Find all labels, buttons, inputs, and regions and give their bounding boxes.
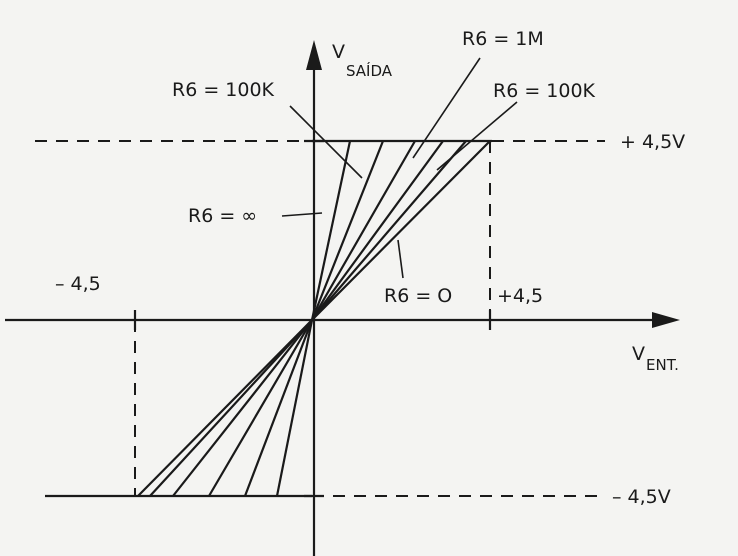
r6-100k-right-label: R6 = 100K [493,80,596,102]
curve-line-3-neg [208,319,313,497]
y-axis-label: VSAÍDA [332,41,393,80]
x-axis-label: VENT. [632,343,679,374]
curve-line-5 [311,140,467,321]
curve-line-5-neg [137,319,313,497]
curve-line-6 [311,140,491,321]
r6-100k-left-label: R6 = 100K [172,79,275,101]
neg-input-level-label: – 4,5 [55,273,101,295]
curve-line-4 [311,140,444,321]
pointer-r6-100k-right [436,101,518,171]
curve-line-2 [310,140,385,321]
pos-input-level-label: +4,5 [497,285,543,307]
curve-line-1-neg [275,319,314,497]
x-axis-arrowhead [652,312,680,328]
neg-output-level-label: – 4,5V [612,486,671,508]
pointer-r6-100k-left [289,105,363,179]
r6-infinity-label: R6 = ∞ [188,205,257,227]
r6-zero-label: R6 = O [384,285,452,307]
pointer-r6-inf [281,212,323,217]
curve-line-4-neg [172,319,313,497]
pos-output-level-label: + 4,5V [620,131,685,153]
r6-1m-label: R6 = 1M [462,28,544,50]
y-axis-arrowhead [306,40,322,70]
pointer-r6-zero [397,239,404,279]
curve-line-1 [310,140,352,321]
curve-line-2-neg [243,319,314,497]
curve-line-3 [311,140,416,321]
curve-line-6-neg [149,319,313,497]
pointer-r6-1m [412,57,481,159]
